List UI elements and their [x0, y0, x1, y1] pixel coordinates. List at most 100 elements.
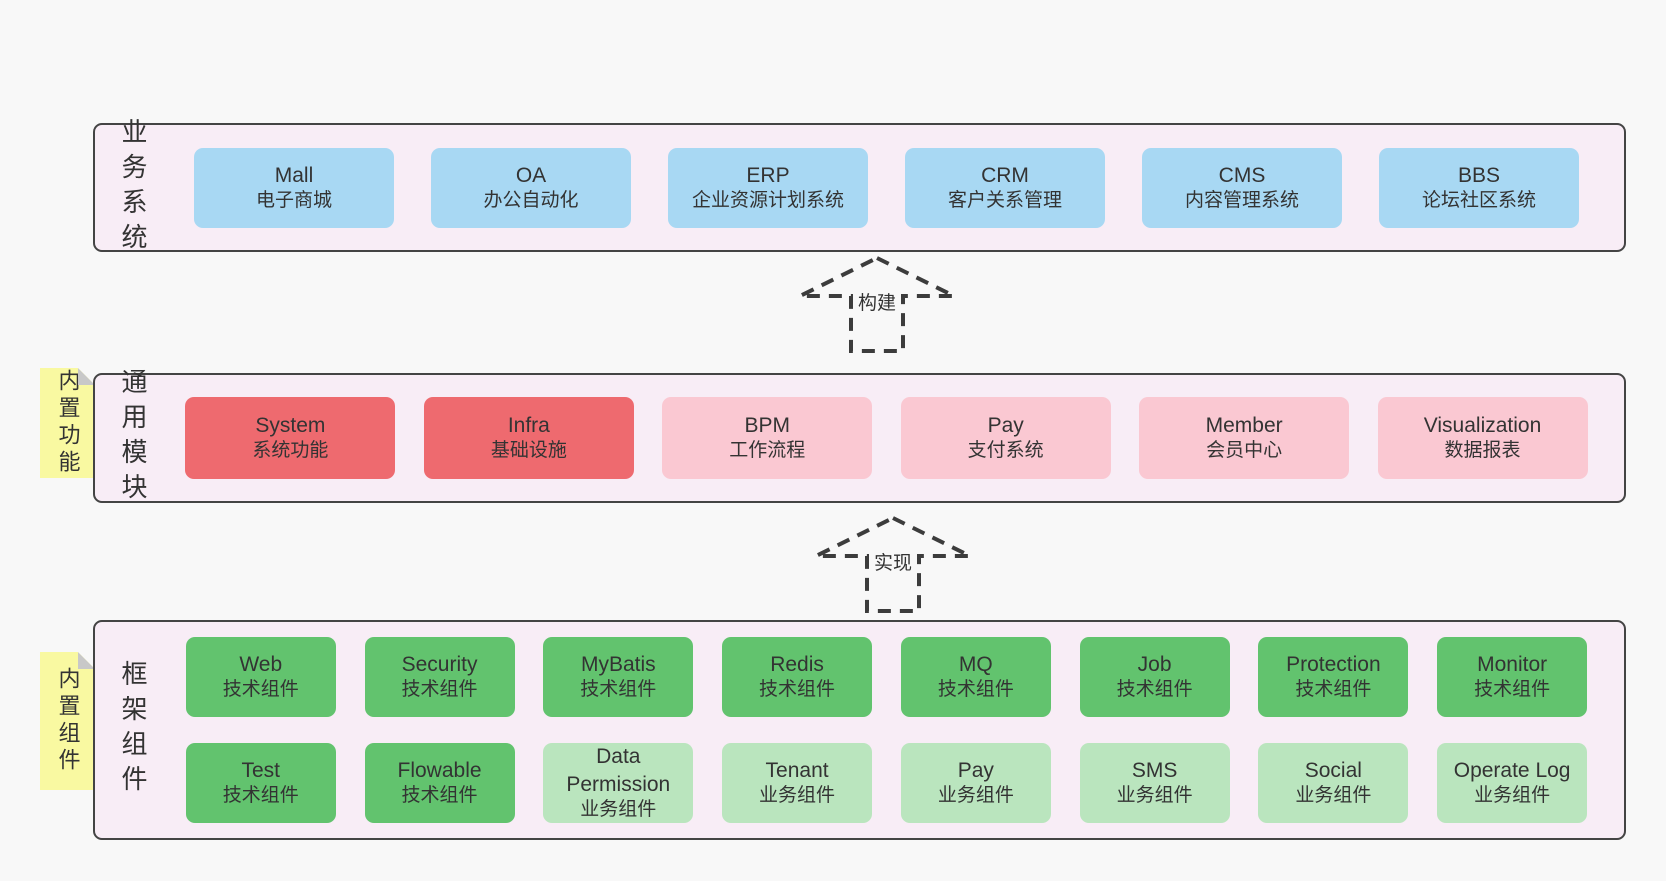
box-desc: 论坛社区系统	[1421, 189, 1536, 211]
component-row-2: Test 技术组件 Flowable 技术组件 Data Permission …	[157, 743, 1616, 823]
box-flowable: Flowable 技术组件	[364, 743, 515, 823]
box-desc: 客户关系管理	[947, 189, 1062, 211]
box-desc: 技术组件	[1116, 679, 1193, 701]
sticky-note-builtin-components: 内置组件	[40, 652, 95, 790]
box-name: BPM	[744, 414, 791, 437]
box-name: Social	[1304, 759, 1362, 782]
box-name: CMS	[1218, 163, 1266, 187]
box-test: Test 技术组件	[185, 743, 336, 823]
box-desc: 技术组件	[1295, 679, 1372, 701]
layer-label-modules: 通用模块	[118, 368, 148, 508]
box-desc: 技术组件	[401, 785, 478, 807]
box-name: Tenant	[765, 759, 829, 782]
box-desc: 数据报表	[1444, 440, 1521, 462]
box-desc: 技术组件	[1474, 679, 1551, 701]
box-name: Mall	[274, 163, 314, 187]
layer-framework-components: 框架组件 Web 技术组件 Security 技术组件 MyBatis 技术组件…	[93, 620, 1626, 840]
box-mall: Mall 电子商城	[194, 147, 394, 228]
box-desc: 业务组件	[1474, 785, 1551, 807]
box-name: MyBatis	[580, 653, 656, 676]
box-desc: 工作流程	[729, 440, 806, 462]
box-redis: Redis 技术组件	[722, 637, 873, 717]
box-protection: Protection 技术组件	[1258, 637, 1409, 717]
layer-common-modules: 通用模块 System 系统功能 Infra 基础设施 BPM 工作流程 Pay…	[93, 368, 1626, 508]
box-visualization: Visualization 数据报表	[1377, 397, 1588, 479]
component-rows: Web 技术组件 Security 技术组件 MyBatis 技术组件 Redi…	[157, 637, 1616, 823]
box-social: Social 业务组件	[1258, 743, 1409, 823]
build-arrow-icon: 构建	[792, 252, 962, 357]
implement-arrow-icon: 实现	[808, 512, 978, 617]
layer-label-business: 业务系统	[118, 117, 148, 258]
box-name: Web	[239, 653, 283, 676]
box-monitor: Monitor 技术组件	[1437, 637, 1588, 717]
box-pay: Pay 支付系统	[900, 397, 1111, 479]
dashed-up-arrow-icon	[815, 515, 971, 613]
box-name: Operate Log	[1453, 759, 1571, 782]
box-pay-business: Pay 业务组件	[900, 743, 1051, 823]
box-name: MQ	[958, 653, 993, 676]
box-name: Protection	[1286, 653, 1381, 676]
box-name: SMS	[1131, 759, 1178, 782]
sticky-note-text: 内置功能	[55, 369, 81, 477]
box-data-permission: Data Permission 业务组件	[543, 743, 694, 823]
box-desc: 电子商城	[255, 189, 332, 211]
dashed-up-arrow-icon	[799, 255, 955, 353]
box-name: Visualization	[1423, 414, 1542, 437]
implement-arrow-label: 实现	[870, 548, 916, 575]
box-desc: 业务组件	[759, 785, 836, 807]
box-desc: 业务组件	[937, 785, 1014, 807]
box-name: System	[255, 414, 326, 437]
box-name: ERP	[746, 163, 790, 187]
box-desc: 业务组件	[580, 798, 657, 820]
sticky-note-builtin-features: 内置功能	[40, 368, 95, 478]
box-desc: 内容管理系统	[1184, 189, 1299, 211]
module-boxes: System 系统功能 Infra 基础设施 BPM 工作流程 Pay 支付系统…	[157, 397, 1616, 479]
box-desc: 技术组件	[222, 785, 299, 807]
box-desc: 办公自动化	[483, 189, 579, 211]
layer-business-systems: 业务系统 Mall 电子商城 OA 办公自动化 ERP 企业资源计划系统 CRM…	[93, 118, 1626, 258]
box-desc: 企业资源计划系统	[691, 189, 844, 211]
box-desc: 会员中心	[1206, 440, 1283, 462]
box-sms: SMS 业务组件	[1079, 743, 1230, 823]
box-name: BBS	[1457, 163, 1501, 187]
box-name: Member	[1205, 414, 1283, 437]
box-name: Pay	[987, 414, 1024, 437]
box-mq: MQ 技术组件	[900, 637, 1051, 717]
box-name: Pay	[957, 759, 994, 782]
box-desc: 系统功能	[252, 440, 329, 462]
box-name: CRM	[981, 163, 1029, 187]
box-desc: 基础设施	[490, 440, 567, 462]
box-crm: CRM 客户关系管理	[905, 147, 1105, 228]
business-boxes: Mall 电子商城 OA 办公自动化 ERP 企业资源计划系统 CRM 客户关系…	[157, 147, 1616, 228]
box-operate-log: Operate Log 业务组件	[1437, 743, 1588, 823]
box-name: Flowable	[397, 759, 482, 782]
box-name: Test	[241, 759, 281, 782]
box-infra: Infra 基础设施	[423, 397, 634, 479]
box-job: Job 技术组件	[1079, 637, 1230, 717]
component-row-1: Web 技术组件 Security 技术组件 MyBatis 技术组件 Redi…	[157, 637, 1616, 717]
box-desc: 业务组件	[1295, 785, 1372, 807]
box-desc: 支付系统	[967, 440, 1044, 462]
box-oa: OA 办公自动化	[431, 147, 631, 228]
box-desc: 技术组件	[222, 679, 299, 701]
box-security: Security 技术组件	[364, 637, 515, 717]
sticky-note-text: 内置组件	[55, 667, 81, 775]
box-bpm: BPM 工作流程	[662, 397, 873, 479]
box-desc: 技术组件	[401, 679, 478, 701]
box-name: Monitor	[1477, 653, 1548, 676]
box-desc: 技术组件	[580, 679, 657, 701]
box-desc: 技术组件	[937, 679, 1014, 701]
box-name: Redis	[770, 653, 824, 676]
box-cms: CMS 内容管理系统	[1142, 147, 1342, 228]
box-desc: 业务组件	[1116, 785, 1193, 807]
box-name: Security	[401, 653, 478, 676]
box-name: OA	[515, 163, 547, 187]
box-mybatis: MyBatis 技术组件	[543, 637, 694, 717]
box-member: Member 会员中心	[1139, 397, 1350, 479]
box-system: System 系统功能	[185, 397, 396, 479]
box-name: Infra	[507, 414, 550, 437]
box-web: Web 技术组件	[185, 637, 336, 717]
box-desc: 技术组件	[759, 679, 836, 701]
box-bbs: BBS 论坛社区系统	[1379, 147, 1579, 228]
box-erp: ERP 企业资源计划系统	[668, 147, 868, 228]
